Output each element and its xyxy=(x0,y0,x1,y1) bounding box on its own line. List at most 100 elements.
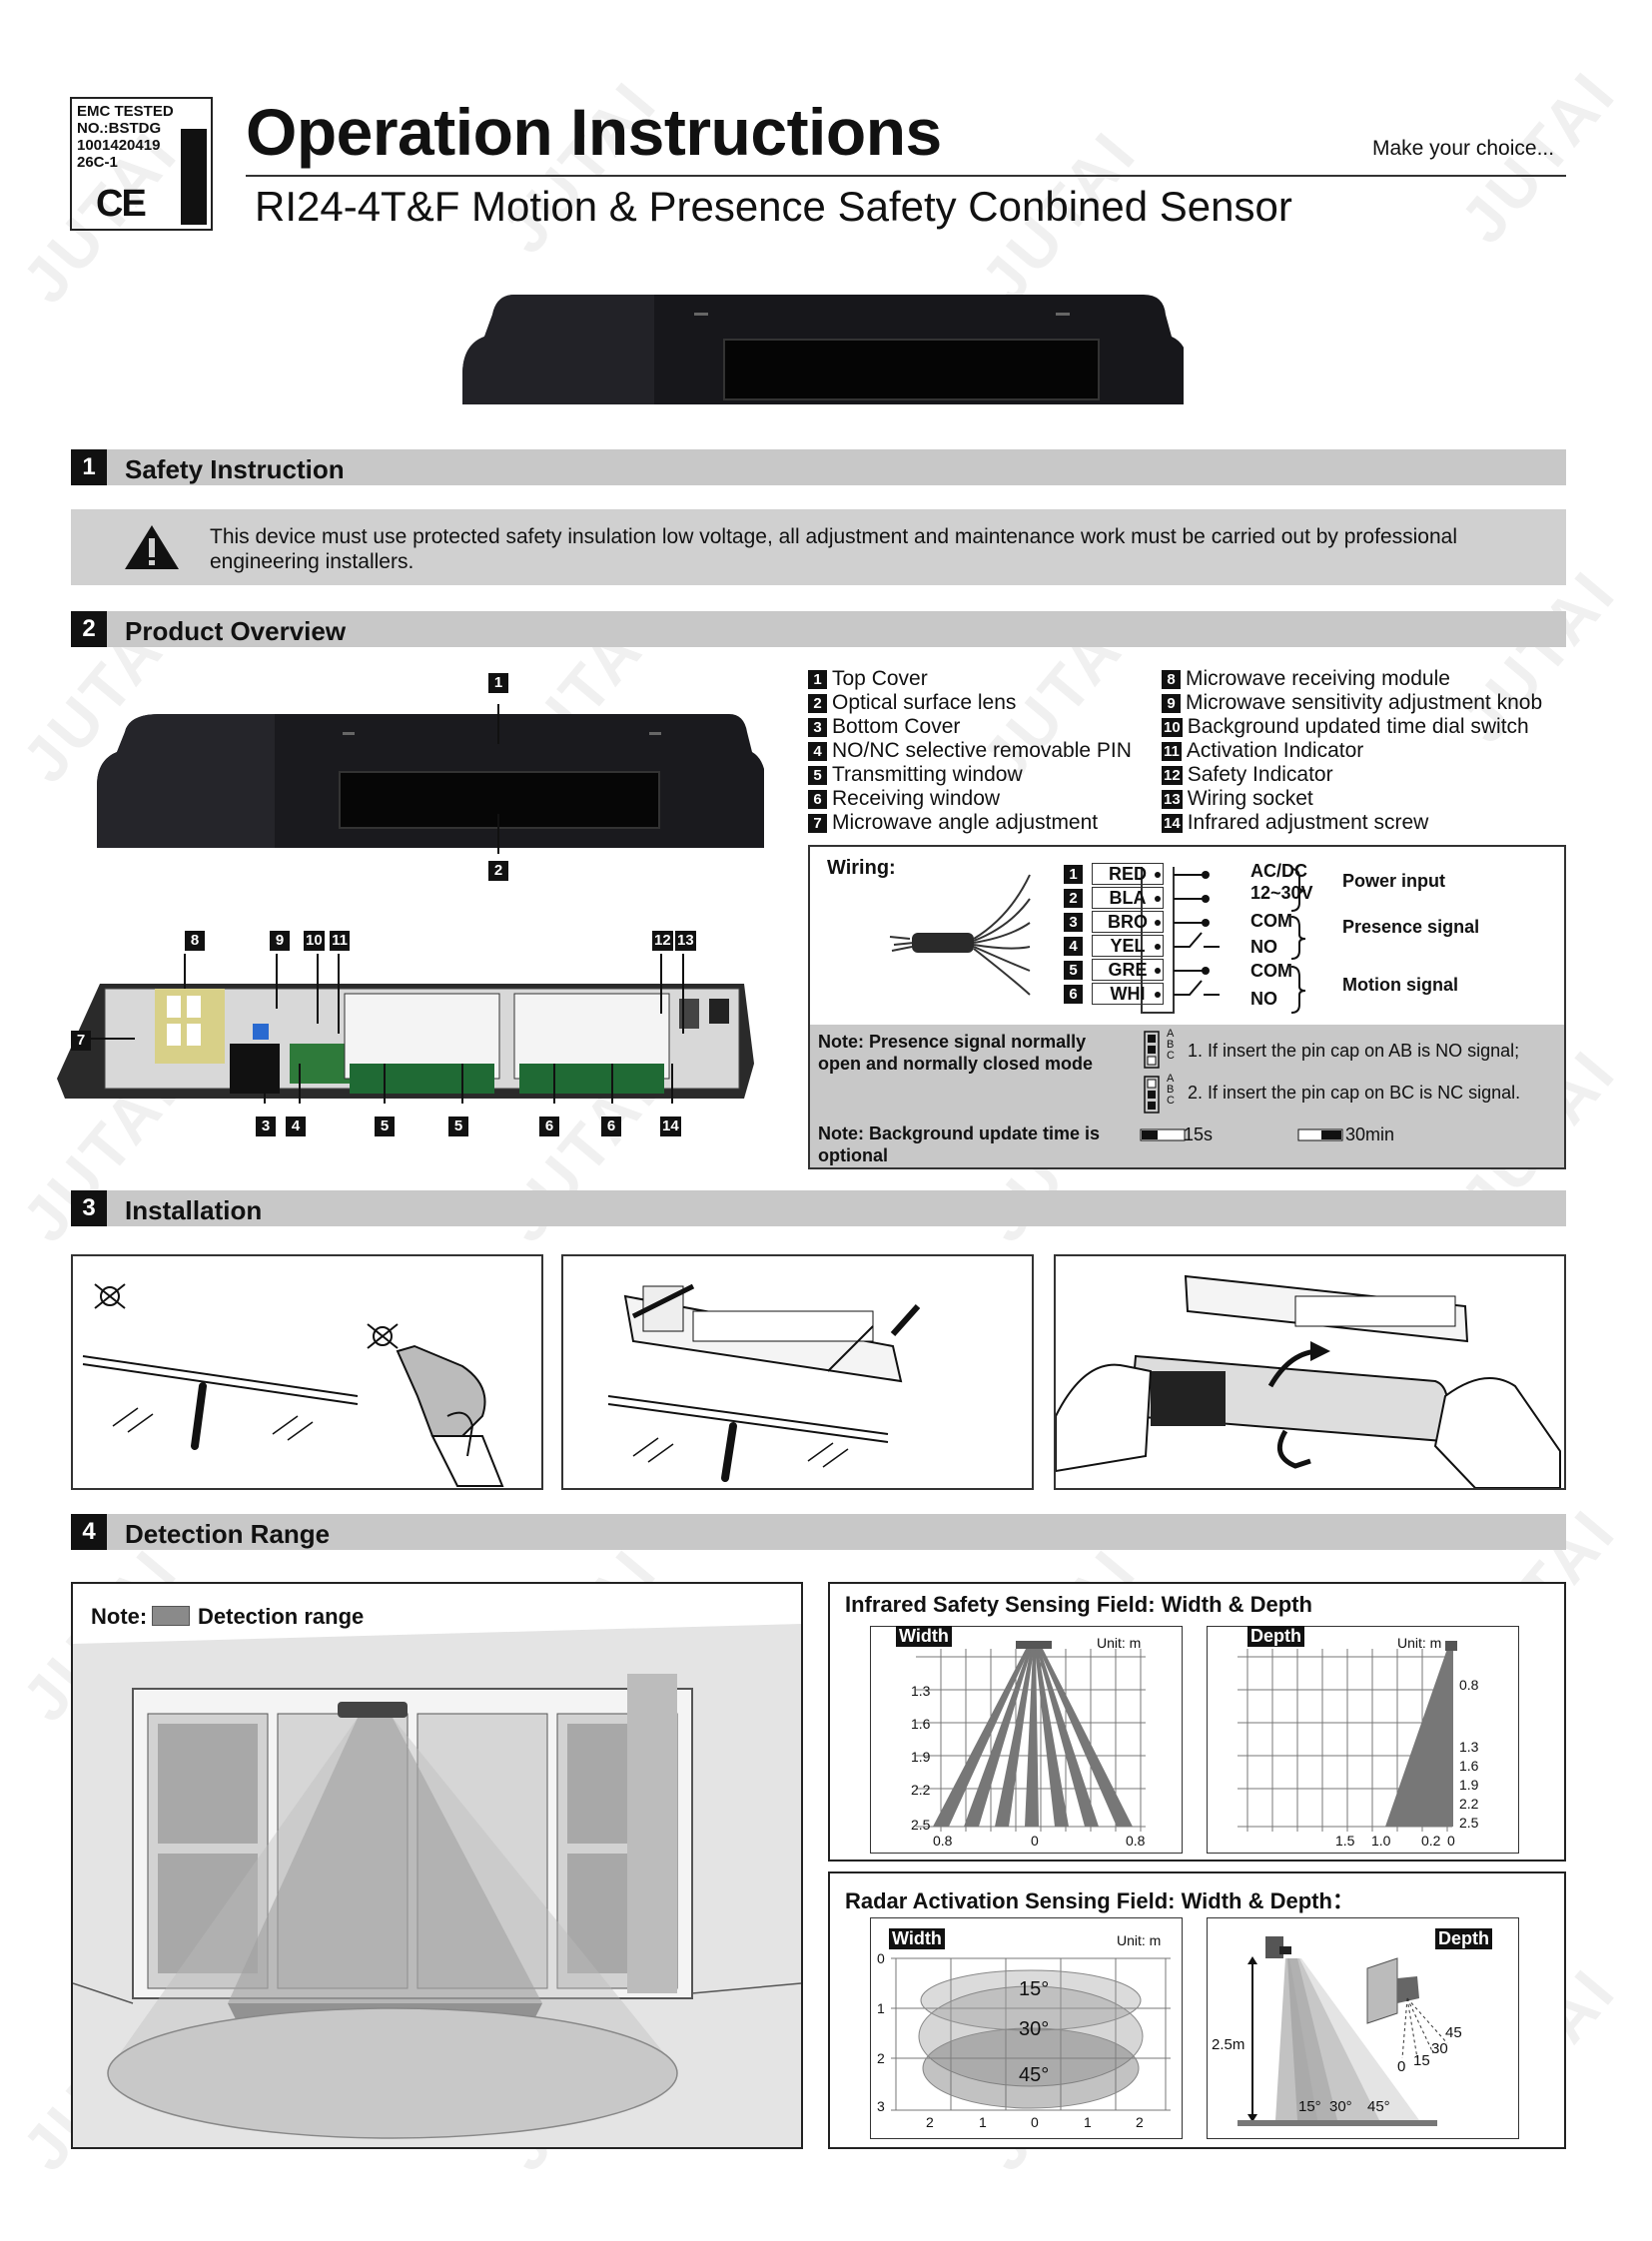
radar-width-chart: Width Unit: m 15° 30° 45° 0 1 2 3 2 1 0 … xyxy=(870,1917,1183,2139)
ir-depth-y-tick: 1.9 xyxy=(1459,1777,1479,1793)
part-item: 4 NO/NC selective removable PIN xyxy=(808,739,1132,763)
door-detection-scene: Note: Detection range xyxy=(71,1582,803,2149)
radar-width-y-tick: 2 xyxy=(877,2050,885,2066)
ir-width-y-tick: 1.9 xyxy=(911,1749,931,1765)
callout-11: 11 xyxy=(330,931,350,951)
part-number: 2 xyxy=(808,694,827,713)
ir-depth-x-tick: 1.0 xyxy=(1371,1833,1391,1849)
part-label: Microwave angle adjustment xyxy=(832,811,1099,834)
part-number: 10 xyxy=(1162,718,1183,737)
part-number: 12 xyxy=(1162,766,1183,785)
radar-dial-value: 30 xyxy=(1431,2040,1448,2057)
ir-sensing-field-panel: Infrared Safety Sensing Field: Width & D… xyxy=(828,1582,1566,1862)
wire-number: 2 xyxy=(1064,889,1083,908)
part-label: Wiring socket xyxy=(1187,787,1313,810)
ir-depth-y-tick: 2.2 xyxy=(1459,1796,1479,1812)
radar-width-y-tick: 1 xyxy=(877,2000,885,2016)
pin-letter: A xyxy=(1167,1073,1175,1085)
terminal-label: COM xyxy=(1250,961,1292,981)
terminal-label: 12~30V xyxy=(1250,883,1313,903)
wiring-cable-drawing xyxy=(889,867,1306,1014)
emc-line: EMC TESTED xyxy=(77,103,174,120)
pin-jumper-icon xyxy=(1144,1031,1160,1114)
emc-line: NO.:BSTDG xyxy=(77,120,162,137)
warning-icon xyxy=(125,525,179,569)
callout-13: 13 xyxy=(675,931,696,951)
callout-8: 8 xyxy=(185,931,205,951)
wiring-title: Wiring: xyxy=(827,857,896,879)
ce-mark: CE xyxy=(96,183,147,225)
radar-angle-label: 15° xyxy=(1019,1978,1050,2000)
section-title: Installation xyxy=(125,1195,263,1225)
option-15s: 15s xyxy=(1184,1124,1214,1144)
part-label: Bottom Cover xyxy=(832,715,961,738)
wiring-notes: Note: Presence signal normally open and … xyxy=(810,1025,1564,1167)
part-label: Safety Indicator xyxy=(1187,763,1333,786)
callout-5: 5 xyxy=(448,1117,468,1136)
screw-base-illustration xyxy=(607,1283,921,1482)
radar-dial-value: 15 xyxy=(1413,2052,1430,2069)
ir-width-fan xyxy=(916,1641,1146,1832)
ir-width-x-tick: 0.8 xyxy=(1126,1833,1146,1849)
part-number: 14 xyxy=(1162,814,1183,833)
ir-depth-y-tick: 0.8 xyxy=(1459,1677,1479,1693)
part-item: 7 Microwave angle adjustment xyxy=(808,811,1098,835)
width-tag: Width xyxy=(896,1626,952,1647)
part-number: 11 xyxy=(1162,742,1182,761)
callout-2: 2 xyxy=(488,861,508,881)
radar-depth-beams xyxy=(1238,1936,1448,2126)
header-rule xyxy=(246,175,1566,177)
ir-depth-x-tick: 0 xyxy=(1447,1833,1455,1849)
door-scene-drawing xyxy=(73,1624,801,2147)
section-title: Safety Instruction xyxy=(125,454,345,484)
ir-width-y-tick: 1.6 xyxy=(911,1716,931,1732)
terminal-label: NO xyxy=(1250,989,1277,1009)
ir-width-y-tick: 2.5 xyxy=(911,1817,931,1833)
wire-color: WHI xyxy=(1092,983,1164,1005)
part-label: NO/NC selective removable PIN xyxy=(832,739,1132,762)
radar-angle-label: 30° xyxy=(1019,2018,1050,2040)
part-number: 4 xyxy=(808,742,827,761)
part-number: 9 xyxy=(1162,694,1181,713)
part-label: Infrared adjustment screw xyxy=(1187,811,1429,834)
wire-number: 4 xyxy=(1064,937,1083,956)
section-number: 1 xyxy=(71,449,107,485)
note-presence-mode: Note: Presence signal normally open and … xyxy=(818,1032,1094,1074)
page-subtitle: RI24-4T&F Motion & Presence Safety Conbi… xyxy=(255,183,1292,230)
part-number: 1 xyxy=(808,670,827,689)
callout-10: 10 xyxy=(304,931,325,951)
pin-letter: A xyxy=(1167,1028,1175,1040)
terminal-label: NO xyxy=(1250,937,1277,957)
section-number: 2 xyxy=(71,611,107,647)
ir-panel-title: Infrared Safety Sensing Field: Width & D… xyxy=(845,1592,1312,1617)
install-step-3 xyxy=(1054,1254,1566,1490)
wire-number: 5 xyxy=(1064,961,1083,980)
group-power-input: Power input xyxy=(1342,871,1445,891)
radar-angle-label: 45° xyxy=(1019,2064,1050,2086)
callout-6: 6 xyxy=(539,1117,559,1136)
ir-depth-y-tick: 2.5 xyxy=(1459,1815,1479,1831)
radar-width-y-tick: 0 xyxy=(877,1950,885,1966)
radar-depth-angle: 30° xyxy=(1329,2098,1352,2115)
attach-cover-illustration xyxy=(1055,1274,1561,1489)
radar-width-x-tick: 1 xyxy=(1084,2114,1092,2130)
radar-mount-height: 2.5m xyxy=(1212,2036,1245,2053)
radar-dial-value: 0 xyxy=(1397,2058,1406,2075)
radar-depth-chart: Depth 2.5m 15° 30° 45° 0 15 30 45 xyxy=(1207,1917,1519,2139)
pin-letter: B xyxy=(1167,1039,1175,1051)
wire-color: RED xyxy=(1092,863,1164,885)
pin-ab-text: 1. If insert the pin cap on AB is NO sig… xyxy=(1188,1041,1520,1061)
radar-dial-value: 45 xyxy=(1445,2024,1462,2041)
part-number: 7 xyxy=(808,814,827,833)
radar-width-y-tick: 3 xyxy=(877,2098,885,2114)
callout-5: 5 xyxy=(375,1117,395,1136)
section-header-detection: 4 Detection Range xyxy=(71,1514,1566,1550)
unit-label: Unit: m xyxy=(1397,1635,1442,1651)
radar-width-ellipses xyxy=(891,1957,1171,2111)
pin-letter: B xyxy=(1167,1084,1175,1096)
drill-mounting-holes-illustration xyxy=(82,1283,504,1487)
